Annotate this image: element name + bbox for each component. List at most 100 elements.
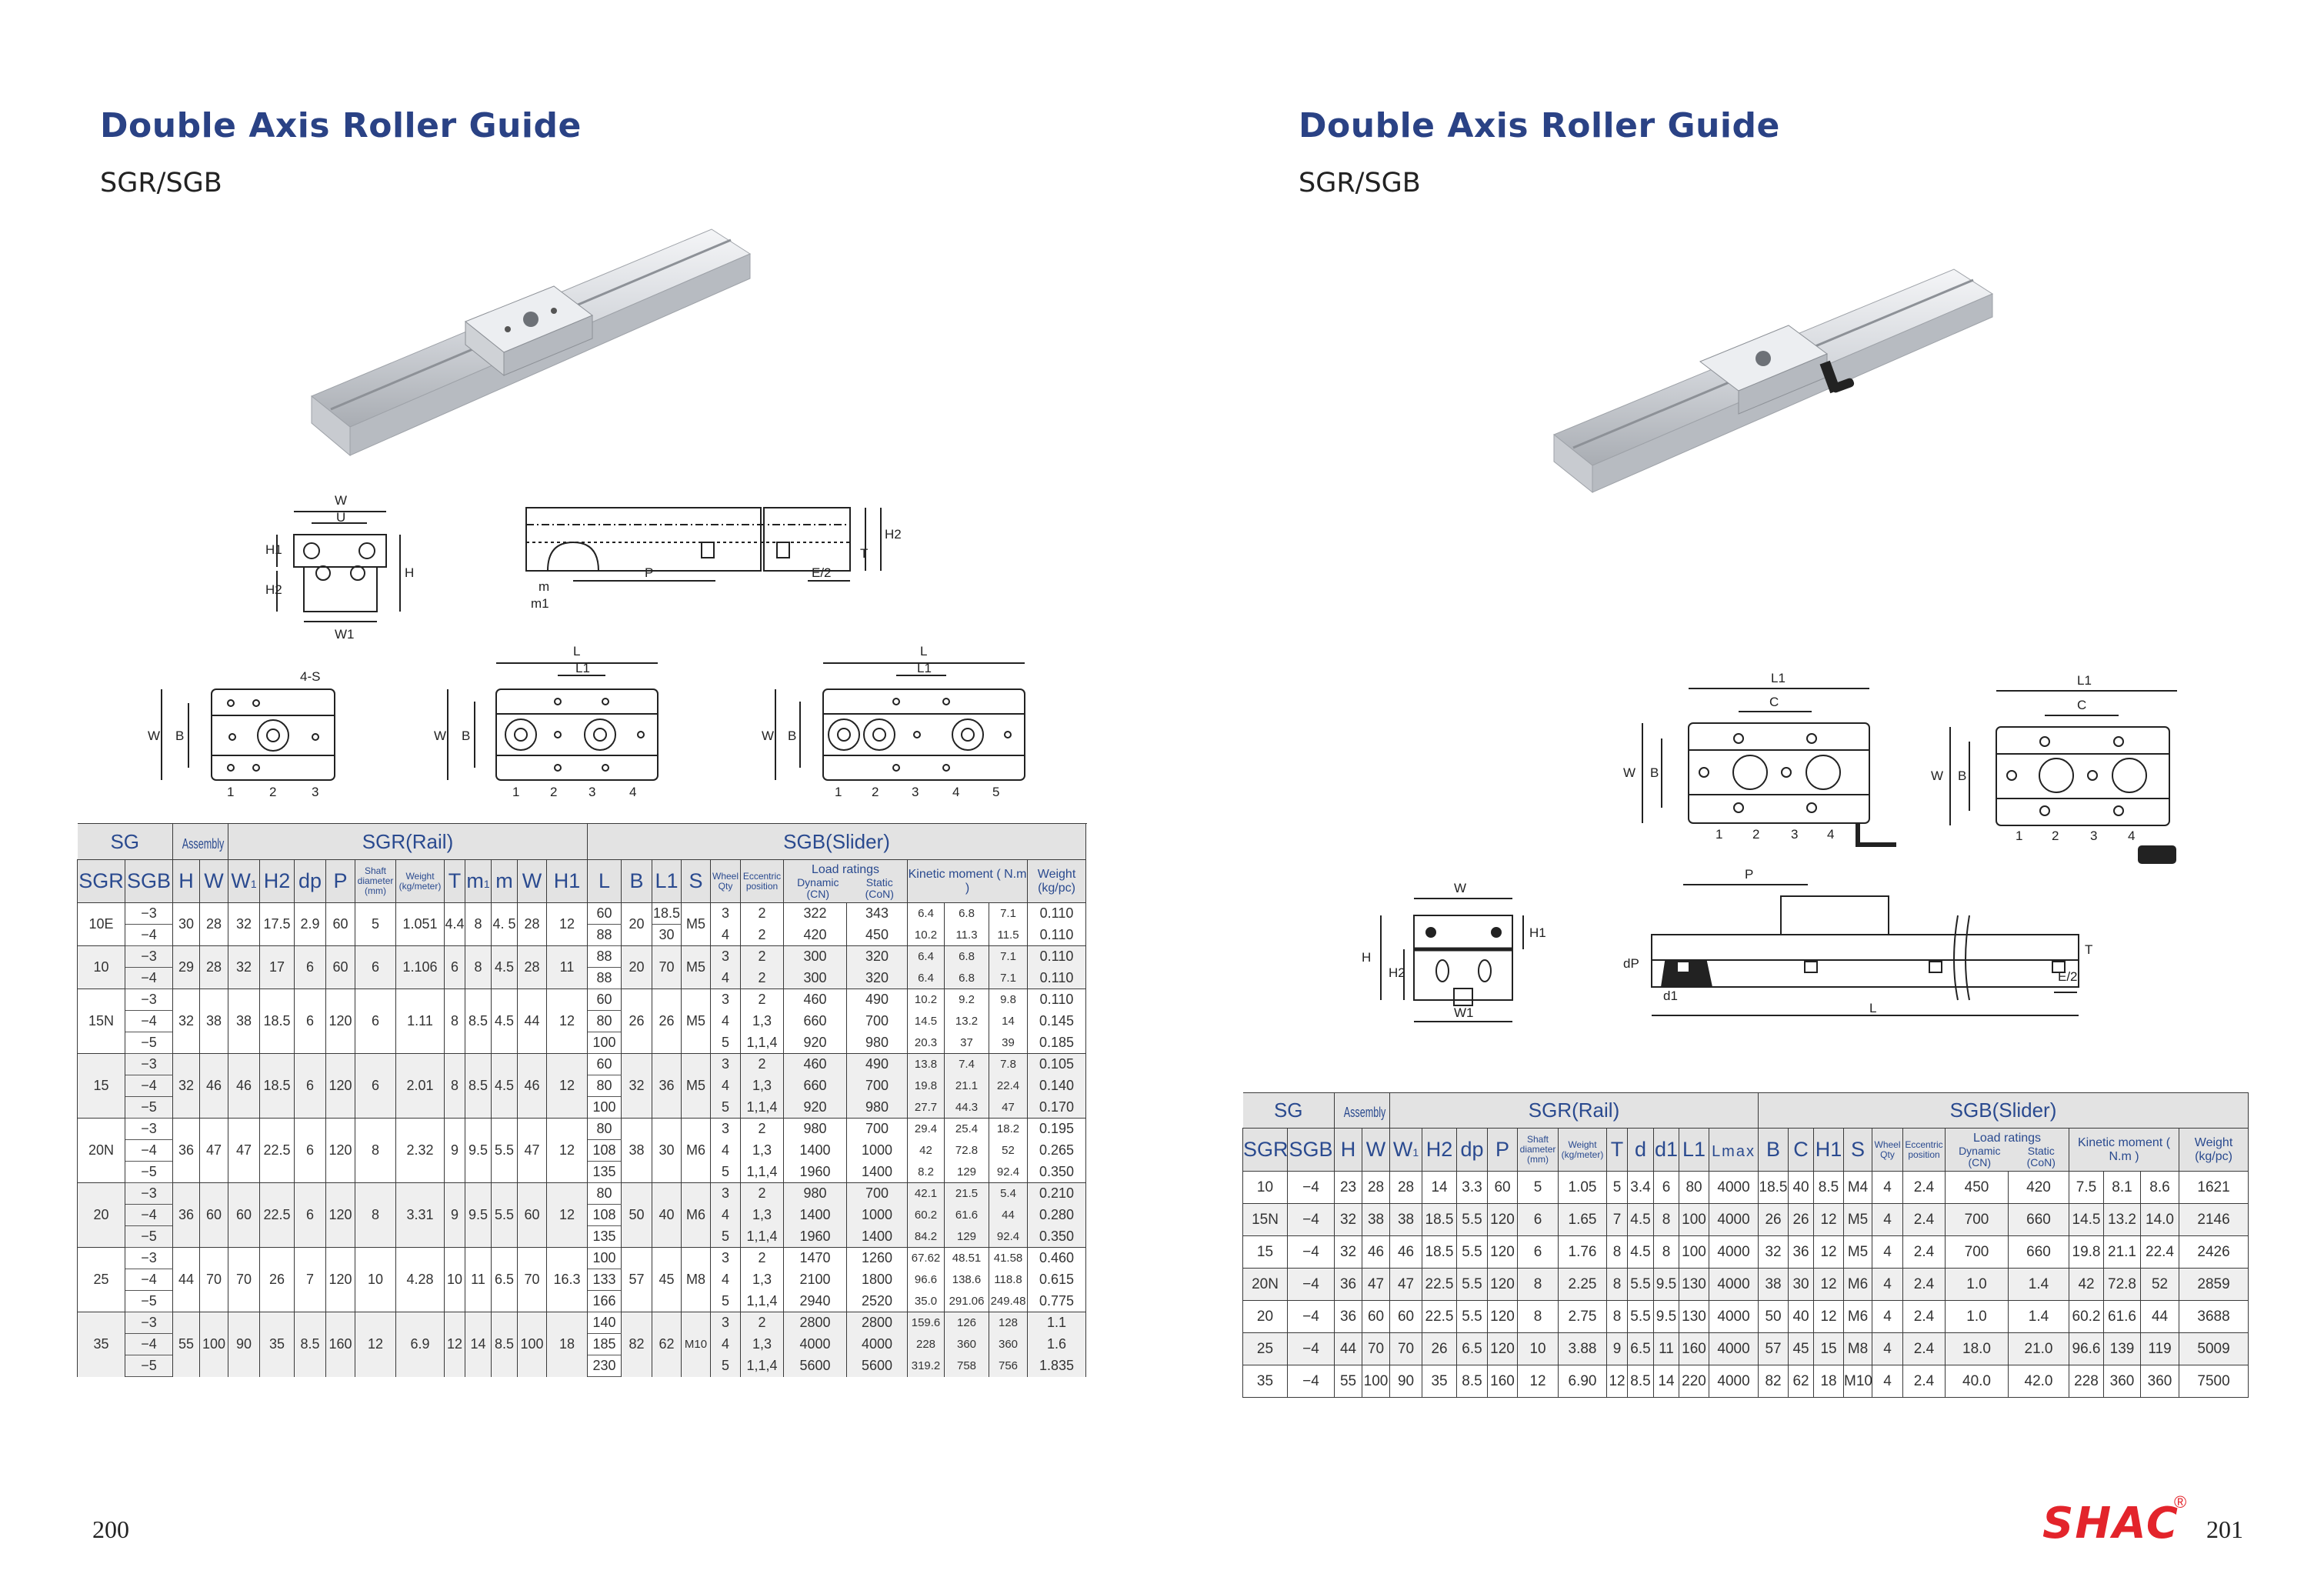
label: H [1362,950,1371,965]
cell-l: 108 [587,1204,622,1226]
table-cell: 46 [1362,1235,1391,1269]
cell-s: M6 [681,1182,712,1248]
table-cell: 8.5 [1813,1171,1845,1204]
cell-s: M5 [681,902,712,946]
table-cell: 8 [1517,1300,1559,1333]
column-header-label: H1 [1815,1138,1842,1161]
column-header-label: d [1635,1138,1647,1161]
cell-l: 88 [587,967,622,989]
cell-shaft: 12 [355,1312,397,1377]
column-header: d1 [1653,1128,1680,1172]
table-cell: 660 [2008,1203,2070,1236]
table-cell: 23 [1334,1171,1363,1204]
table-cell: 22.4 [2140,1235,2180,1269]
table-cell: 120 [1487,1332,1519,1365]
table-cell: 8.6 [2140,1171,2180,1204]
cell-weight_m: 1.106 [395,945,445,989]
cell-k3: 18.2 [989,1118,1029,1140]
table-cell: 82 [1758,1365,1789,1398]
label: 4 [952,785,959,799]
column-header-label: W [231,869,251,892]
cell-stat: 1260 [846,1247,909,1269]
column-header-label: dp [1460,1138,1484,1161]
table-cell: 2.4 [1902,1332,1946,1365]
table-cell: 100 [1679,1235,1710,1269]
column-header-label: Wheel Qty [712,870,739,892]
cell-wt: 0.110 [1027,902,1087,925]
cell-weight_m: 2.32 [395,1118,445,1183]
cell-k2: 758 [944,1355,990,1377]
column-header-label: H [1340,1138,1356,1161]
label: W [335,493,347,508]
label: P [645,565,653,580]
table-cell: 46 [1389,1235,1423,1269]
cell-stat: 1800 [846,1269,909,1291]
cell-ecc: 2 [740,989,785,1011]
load-subheaders: Dynamic(CN)Static(CoN) [785,876,907,900]
label: 4 [2128,829,2135,843]
cell-k2: 72.8 [944,1139,990,1162]
cell-stat: 490 [846,1053,909,1075]
cell-b: 32 [621,1053,653,1119]
table-cell: 1.76 [1558,1235,1608,1269]
table-cell: 14 [1653,1365,1680,1398]
column-header: L1 [1679,1128,1710,1172]
column-header-label: P [1495,1138,1510,1161]
column-header: SGB [1286,1128,1335,1172]
cell-wheel: 4 [710,924,742,946]
cell-k1: 228 [907,1333,945,1355]
cell-l1: 26 [652,989,682,1054]
cell-sgb: −4 [124,924,174,946]
cell-m: 4. 5 [491,902,518,946]
column-header-subscript: 1 [483,878,490,890]
cell-dyn: 660 [783,1075,848,1097]
label: C [1769,695,1779,709]
cell-k2: 6.8 [944,902,990,925]
column-header-label: Shaft diameter (mm) [357,865,394,896]
column-header-label: SGR [1243,1138,1288,1161]
cell-w: 60 [199,1182,229,1248]
table-cell: 5.5 [1456,1235,1489,1269]
label: L1 [2077,673,2092,688]
page-subtitle-right: SGR/SGB [1299,168,1421,198]
table-cell: 38 [1758,1268,1789,1301]
product-image-left [311,228,752,457]
column-header-label: m [466,869,484,892]
column-header-label: H1 [553,869,581,892]
cell-b: 82 [621,1312,653,1377]
table-cell: 100 [1679,1203,1710,1236]
table-cell: 8.5 [1627,1365,1655,1398]
cell-sgb: −4 [124,1204,174,1226]
column-header-label: H2 [263,869,291,892]
cell-m: 4.5 [491,1053,518,1119]
cell-weight_m: 1.051 [395,902,445,946]
cell-b: 20 [621,945,653,989]
column-header: Weight (kg/pc) [2179,1128,2249,1172]
cell-weight_m: 6.9 [395,1312,445,1377]
table-cell: 21.0 [2008,1332,2070,1365]
label: B [462,728,470,743]
label: B [175,728,184,743]
table-cell: 1.4 [2008,1300,2070,1333]
cell-sgb: −3 [124,1053,174,1075]
cell-stat: 2800 [846,1312,909,1334]
cell-wt: 0.775 [1027,1290,1087,1312]
cell-wheel: 4 [710,1010,742,1032]
table-cell: 47 [1362,1268,1391,1301]
table-cell: 8.1 [2103,1171,2142,1204]
table-cell: M5 [1843,1203,1873,1236]
cell-k2: 129 [944,1225,990,1248]
label: 1 [2016,829,2022,843]
column-header-subscript: 1 [1412,1146,1419,1159]
cell-dyn: 920 [783,1032,848,1054]
table-cell: 30 [1788,1268,1815,1301]
label: 4 [1827,827,1834,842]
top-view-a-drawing [1642,688,1896,847]
cell-k1: 84.2 [907,1225,945,1248]
cell-k1: 13.8 [907,1053,945,1075]
column-header: W1 [1389,1128,1423,1172]
